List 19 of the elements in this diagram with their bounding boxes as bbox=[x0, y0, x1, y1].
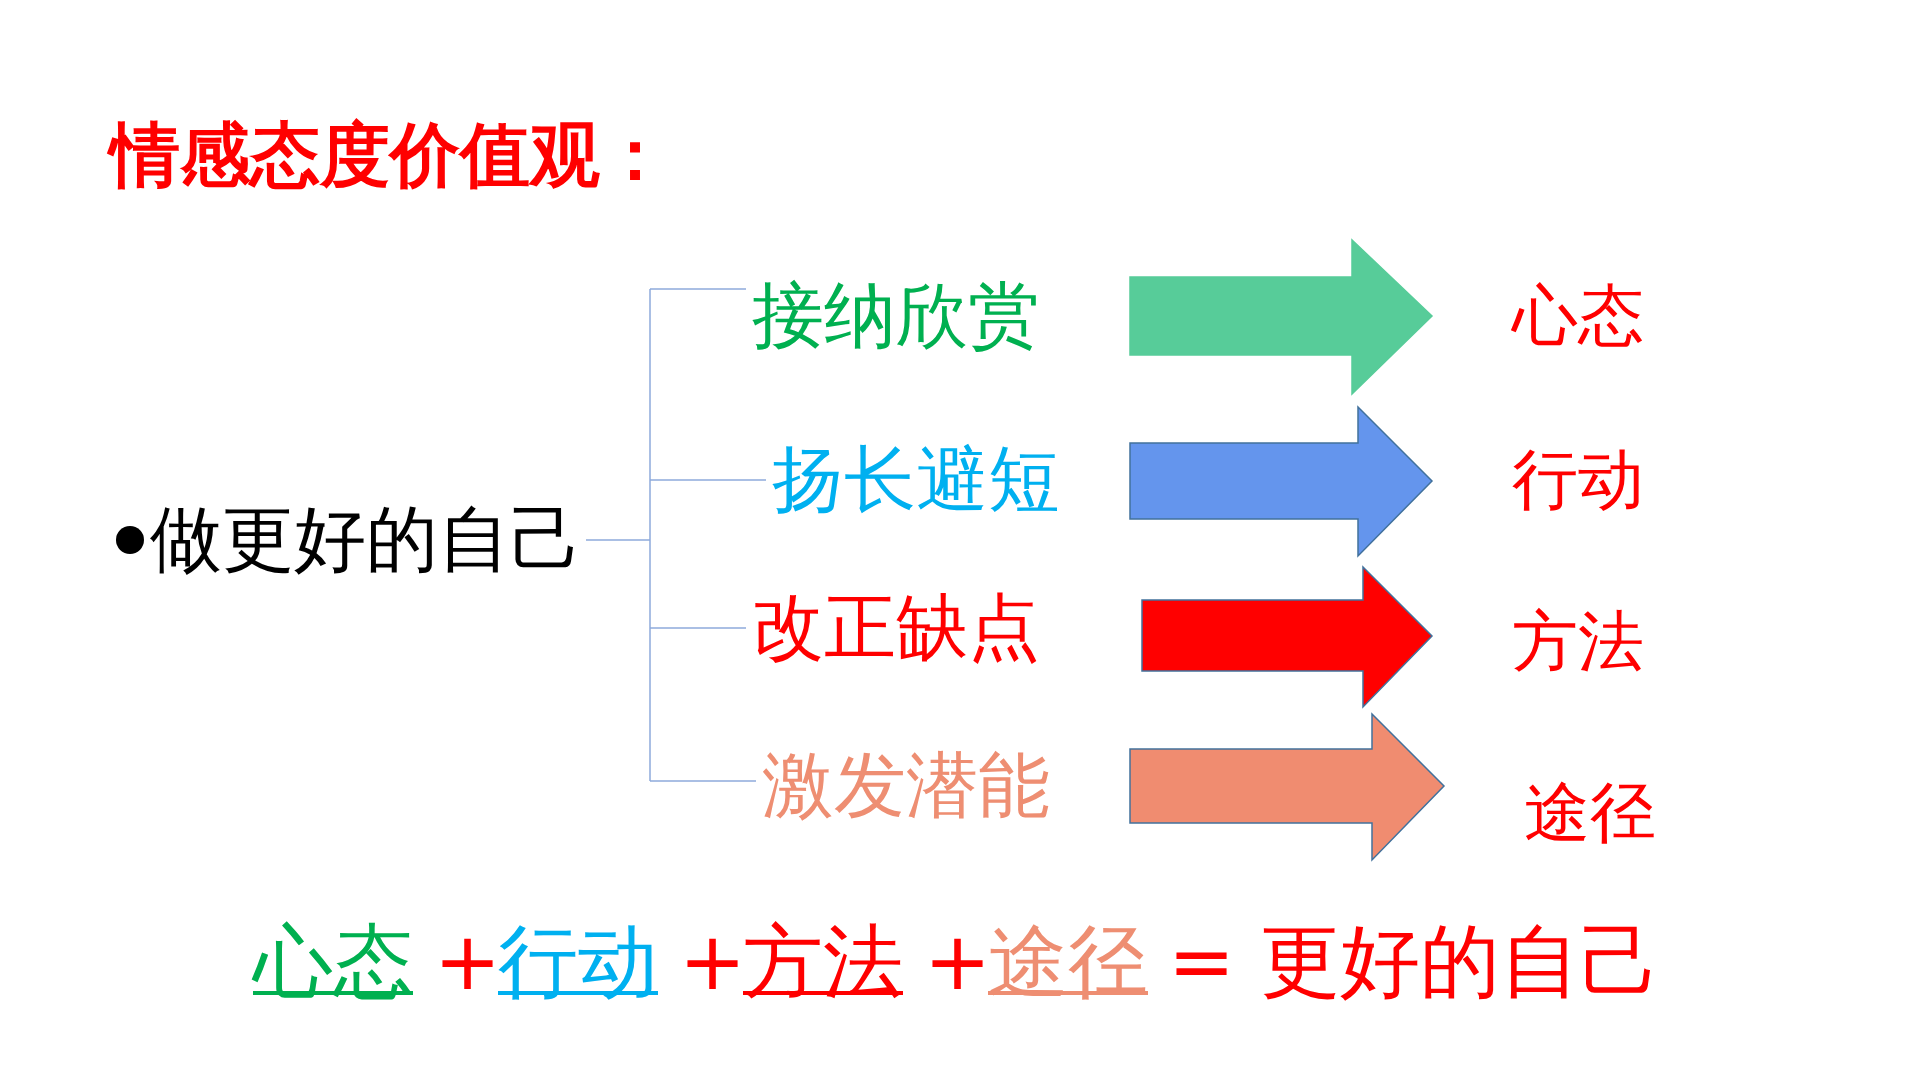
keyword-text: 接纳欣赏 bbox=[752, 276, 1040, 356]
keyword-text: 方法 bbox=[1512, 605, 1644, 679]
block-arrow bbox=[1141, 565, 1434, 709]
keyword-text: 激发潜能 bbox=[762, 746, 1050, 826]
keyword-text: 行动 bbox=[1512, 443, 1644, 517]
block-arrow bbox=[1129, 238, 1434, 396]
block-arrow bbox=[1129, 712, 1446, 862]
formula-term: 行动 bbox=[498, 918, 658, 1006]
formula-operator: = 更好的自己 bbox=[1168, 918, 1661, 1006]
keyword-text: 改正缺点 bbox=[752, 588, 1040, 668]
formula-term: 方法 bbox=[743, 918, 903, 1006]
keyword-text: 心态 bbox=[1512, 279, 1644, 353]
formula-term: 途径 bbox=[988, 918, 1148, 1006]
keyword-text: 扬长避短 bbox=[772, 440, 1060, 520]
formula-term: 心态 bbox=[253, 918, 413, 1006]
bracket bbox=[585, 288, 767, 782]
block-arrow bbox=[1129, 405, 1434, 558]
keyword-text: 途径 bbox=[1524, 776, 1656, 850]
bullet-point-text: 做更好的自己 bbox=[150, 500, 582, 580]
